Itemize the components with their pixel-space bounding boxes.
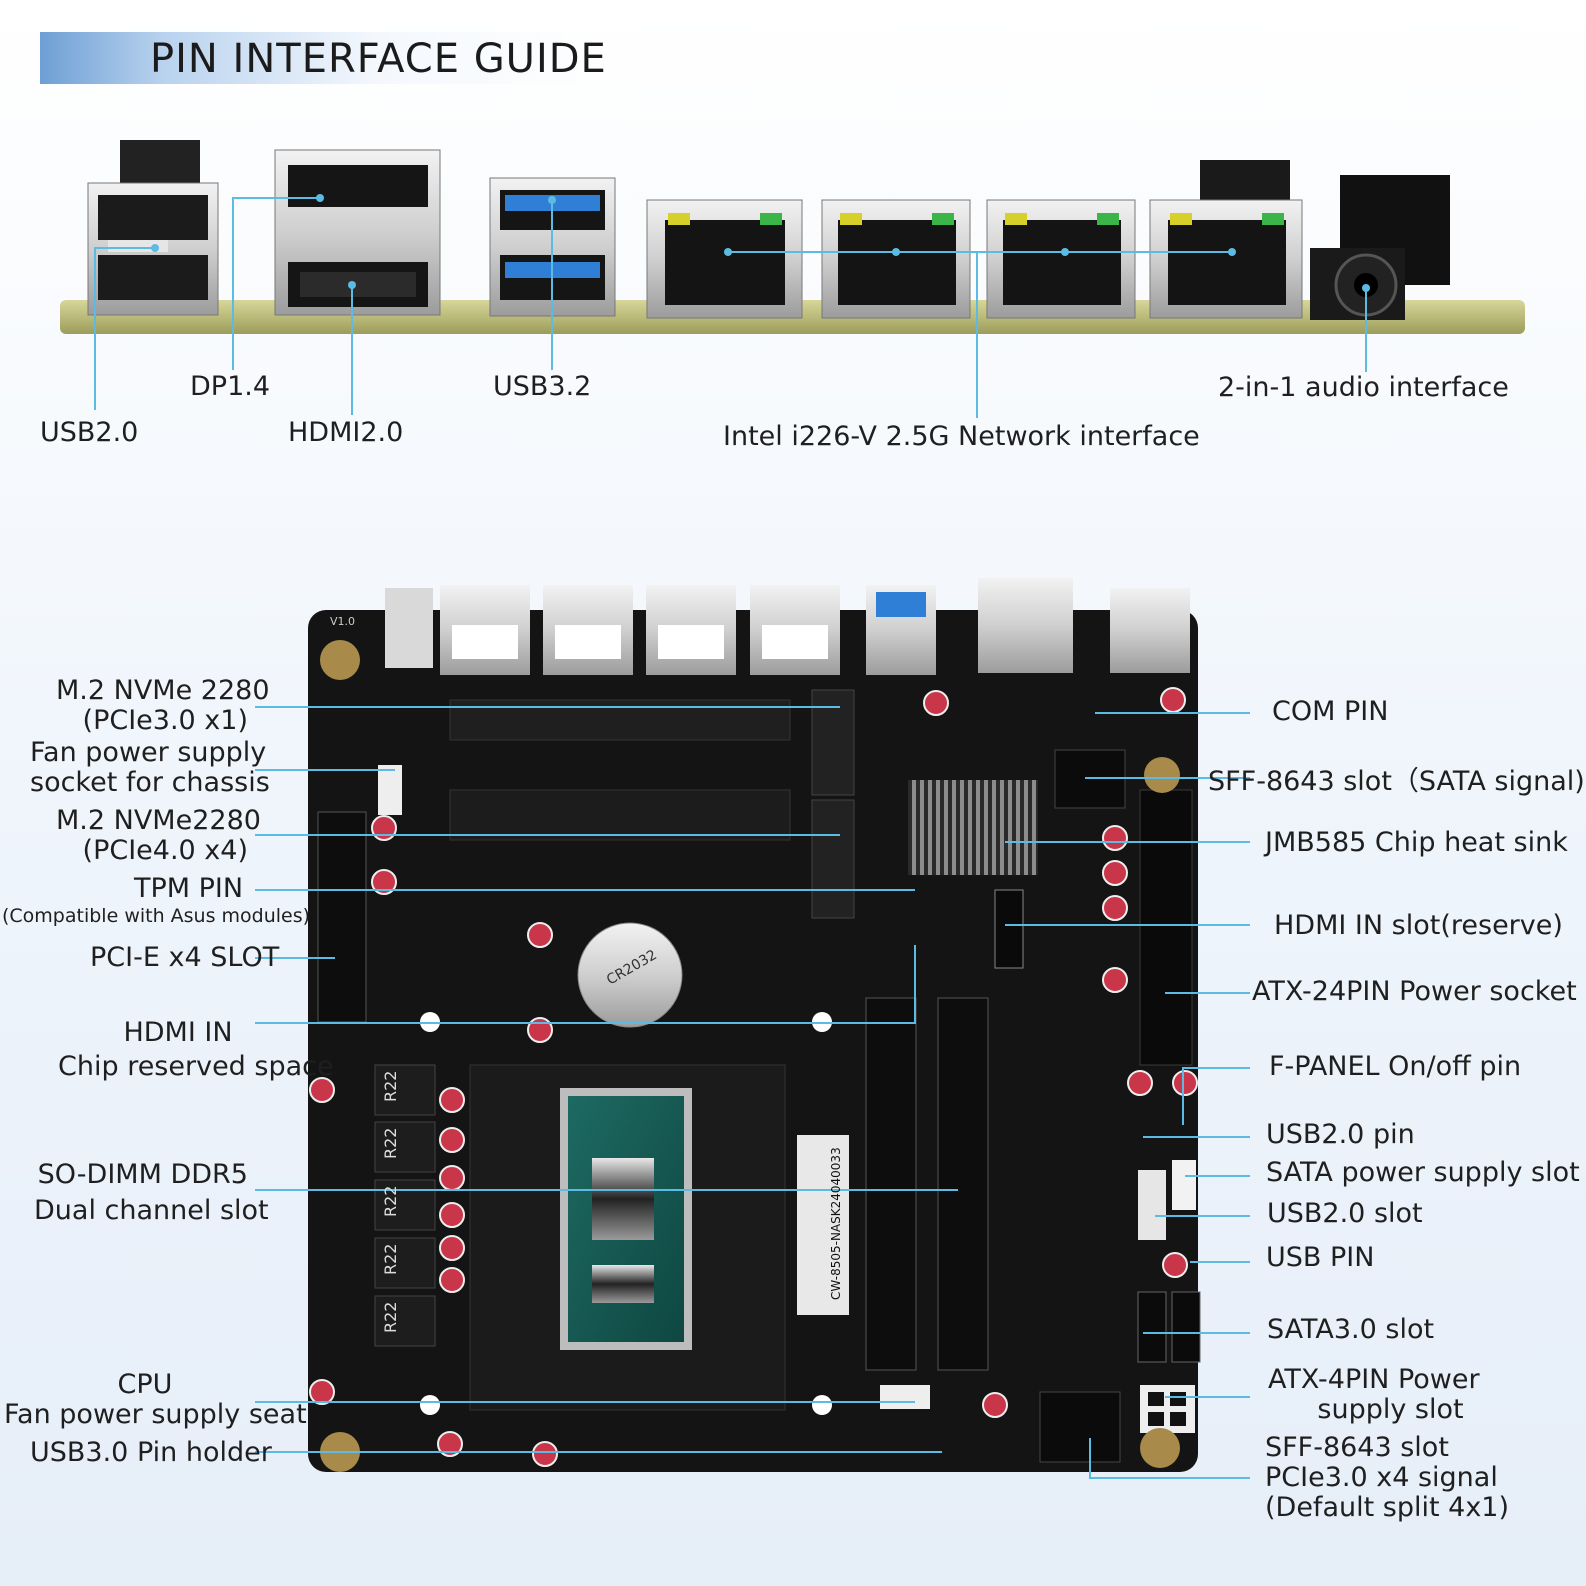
- label-sata30: SATA3.0 slot: [1267, 1314, 1435, 1345]
- leader-lines: [94, 197, 1367, 1479]
- label-atx24: ATX-24PIN Power socket: [1252, 976, 1577, 1007]
- label-m2-pcie4: M.2 NVMe2280(PCIe4.0 x4): [56, 805, 261, 867]
- board-version-marking: V1.0: [330, 615, 355, 628]
- leader-dots: [151, 194, 1370, 292]
- dp-hdmi-port-stack: [274, 149, 441, 316]
- rj45-ports: [646, 199, 1303, 319]
- label-sff-sata: SFF-8643 slot（SATA signal): [1208, 766, 1585, 797]
- inductor-marking: R22: [381, 1244, 400, 1275]
- label-jmb585: JMB585 Chip heat sink: [1265, 827, 1568, 858]
- inductor-marking: R22: [381, 1186, 400, 1217]
- label-usb30-pin: USB3.0 Pin holder: [30, 1437, 272, 1468]
- label-com-pin: COM PIN: [1272, 696, 1389, 727]
- label-usb20-pin: USB2.0 pin: [1266, 1119, 1415, 1150]
- jmb585-heatsink: [908, 780, 1038, 875]
- io-panel-view: [60, 140, 1525, 334]
- audio-jack: [1310, 248, 1405, 320]
- label-dp14-port: DP1.4: [190, 371, 271, 402]
- label-usb20-slot: USB2.0 slot: [1267, 1198, 1423, 1229]
- label-pcie-slot: PCI-E x4 SLOT: [90, 942, 280, 973]
- cmos-battery: [577, 922, 683, 1028]
- motherboard-view: [308, 578, 1201, 1472]
- label-hdmi20-port: HDMI2.0: [288, 417, 404, 448]
- label-hdmi-in-slot: HDMI IN slot(reserve): [1274, 910, 1563, 941]
- label-fpanel: F-PANEL On/off pin: [1269, 1051, 1522, 1082]
- label-network-interface: Intel i226-V 2.5G Network interface: [723, 421, 1200, 452]
- inductor-marking: R22: [381, 1071, 400, 1102]
- page-title: PIN INTERFACE GUIDE: [150, 36, 607, 82]
- title-banner: [40, 32, 600, 84]
- inductor-marking: R22: [381, 1128, 400, 1159]
- label-m2-pcie3: M.2 NVMe 2280(PCIe3.0 x1): [56, 675, 270, 737]
- label-usb-pin: USB PIN: [1266, 1242, 1375, 1273]
- board-serial-label: CW-8505-NASK24040033: [829, 1147, 843, 1300]
- label-usb20-port: USB2.0: [40, 417, 139, 448]
- label-usb32-port: USB3.2: [493, 371, 592, 402]
- label-audio-interface: 2-in-1 audio interface: [1218, 372, 1509, 403]
- label-sata-power: SATA power supply slot: [1266, 1157, 1580, 1188]
- inductor-marking: R22: [381, 1302, 400, 1333]
- label-tpm-compat: (Compatible with Asus modules): [2, 905, 311, 927]
- label-tpm-pin: TPM PIN: [134, 873, 244, 904]
